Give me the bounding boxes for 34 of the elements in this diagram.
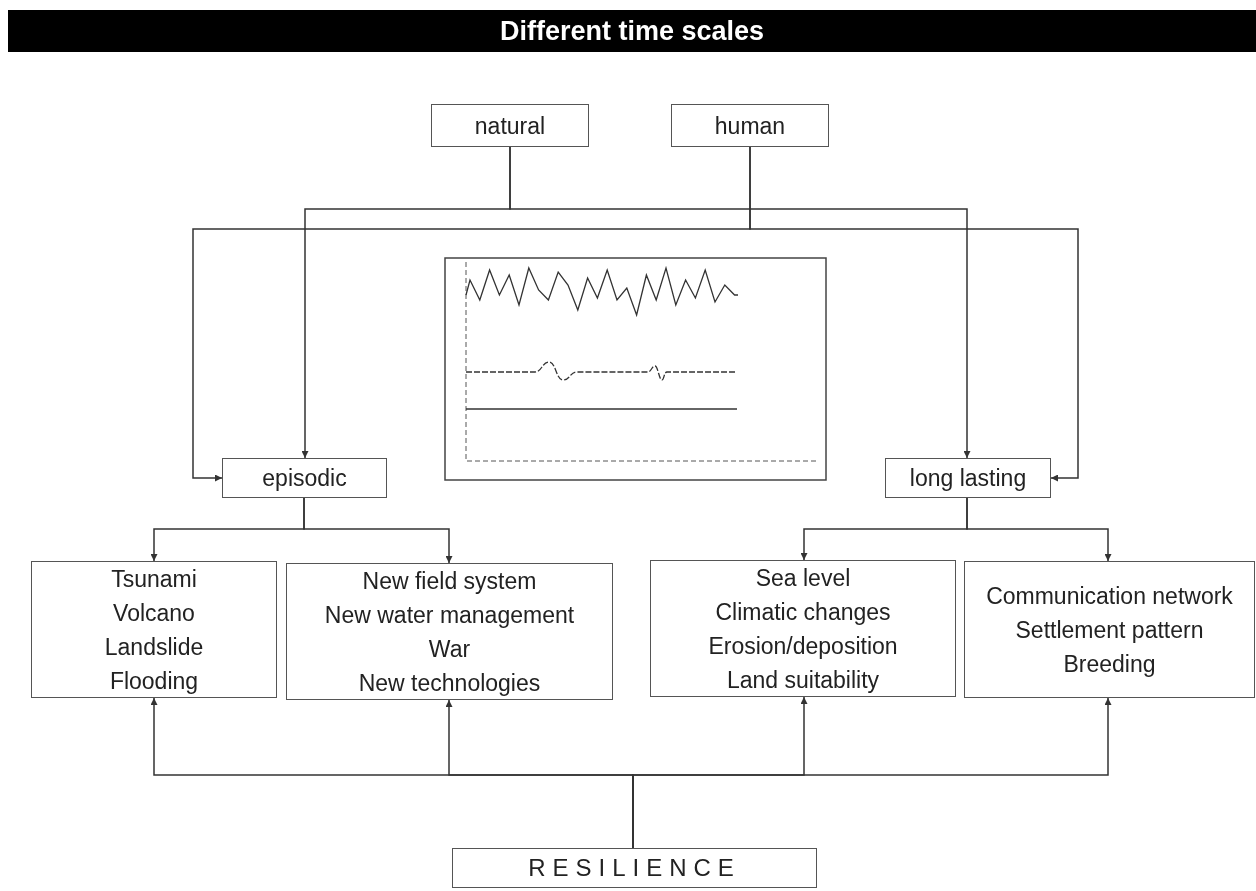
outcome-box: [452, 848, 817, 888]
event-list-box: [650, 560, 956, 697]
title-bar: Different time scales: [8, 10, 1256, 52]
event-list-box: [286, 563, 613, 700]
box-text: New field system: [362, 566, 537, 596]
box-text: Tsunami: [111, 564, 197, 594]
box-text: human: [714, 111, 786, 141]
arrow: [303, 497, 453, 564]
box-text: Communication network: [986, 581, 1233, 611]
arrow: [966, 497, 1112, 562]
box-text: Landslide: [104, 632, 204, 662]
box-text: Breeding: [1063, 649, 1156, 679]
box-text: Land suitability: [726, 665, 880, 695]
box-text: War: [428, 634, 471, 664]
box-text: Volcano: [113, 598, 195, 628]
box-text: Settlement pattern: [1015, 615, 1204, 645]
cause-box: [431, 104, 589, 147]
box-text: RESILIENCE: [528, 853, 741, 883]
box-text: New water management: [324, 600, 575, 630]
box-text: Flooding: [109, 666, 199, 696]
box-text: natural: [474, 111, 546, 141]
box-text: Erosion/deposition: [708, 631, 898, 661]
box-text: episodic: [262, 464, 347, 493]
category-box: [885, 458, 1051, 498]
category-box: [222, 458, 387, 498]
box-text: Climatic changes: [715, 597, 891, 627]
box-text: Sea level: [755, 563, 851, 593]
event-list-box: [964, 561, 1255, 698]
box-text: long lasting: [909, 464, 1027, 493]
cause-box: [671, 104, 829, 147]
box-text: New technologies: [358, 668, 541, 698]
arrow: [509, 146, 971, 459]
event-list-box: [31, 561, 277, 698]
arrow: [749, 146, 1079, 482]
